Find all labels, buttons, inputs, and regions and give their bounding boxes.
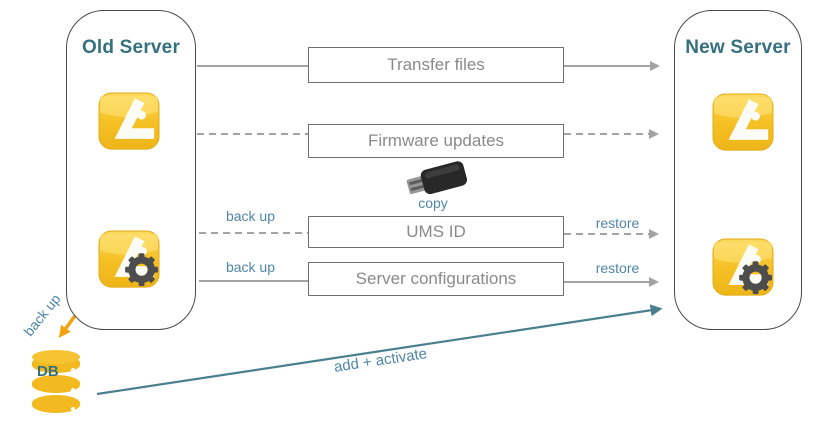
ums-server-gear-icon [712, 238, 774, 298]
new-server-box: New Server [674, 10, 802, 330]
server-configurations-label: Server configurations [355, 269, 517, 288]
server-configurations-box: Server configurations [308, 262, 564, 296]
ums-id-backup-label: back up [225, 208, 276, 224]
gear-icon [739, 261, 773, 295]
ums-id-label: UMS ID [406, 222, 466, 241]
db-band [32, 395, 80, 413]
db-band [32, 375, 80, 393]
db-dot [71, 407, 75, 411]
gear-icon [125, 253, 159, 287]
new-server-title: New Server [685, 37, 791, 58]
ums-id-restore-label: restore [595, 215, 640, 231]
ums-server-gear-icon [98, 230, 160, 290]
server-config-restore-label: restore [595, 260, 640, 276]
ums-console-icon [712, 93, 774, 153]
old-server-title: Old Server [81, 37, 181, 58]
usb-copy-label: copy [418, 195, 448, 211]
transfer-files-box: Transfer files [308, 47, 564, 83]
firmware-updates-box: Firmware updates [308, 124, 564, 158]
firmware-updates-label: Firmware updates [367, 131, 505, 150]
server-config-backup-label: back up [225, 259, 276, 275]
db-dot [71, 388, 75, 392]
add-activate-arrow [96, 304, 663, 396]
usb-stick-icon [400, 158, 474, 200]
ums-id-box: UMS ID [308, 216, 564, 248]
db-label: DB [37, 363, 59, 380]
db-dot [71, 368, 75, 372]
database-icon: DB [32, 350, 80, 418]
db-top [32, 350, 80, 364]
ums-console-icon [98, 92, 160, 152]
transfer-files-label: Transfer files [387, 55, 485, 74]
